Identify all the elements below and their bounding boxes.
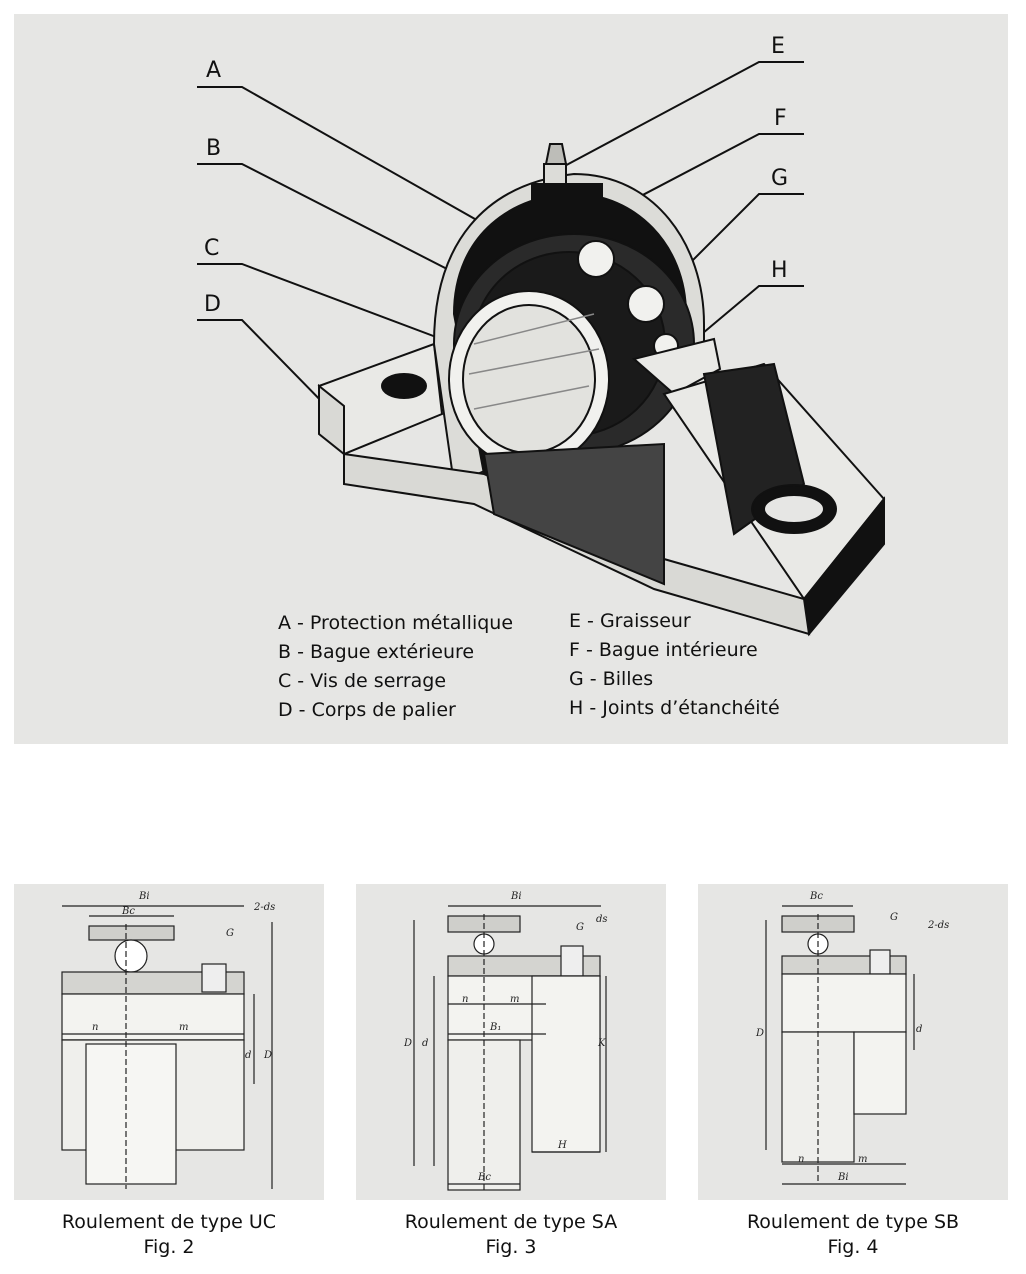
- dim-D: D: [403, 1038, 412, 1049]
- dim-g: G: [226, 928, 234, 939]
- fig4-drawing-panel: Bc G 2-ds D d n m Bi: [698, 884, 1008, 1200]
- fig4-number: Fig. 4: [827, 1236, 879, 1258]
- callout-b: B: [206, 136, 222, 161]
- fig2-number: Fig. 2: [143, 1236, 195, 1258]
- dim-n: n: [462, 994, 468, 1005]
- dim-g: G: [890, 912, 898, 923]
- dim-k: K: [597, 1038, 606, 1049]
- callout-d: D: [204, 292, 221, 317]
- fig2-drawing-panel: Bi Bc 2-ds G n m d D: [14, 884, 324, 1200]
- dim-n: n: [798, 1154, 804, 1165]
- dim-bi: Bi: [510, 891, 522, 902]
- dim-m: m: [858, 1154, 867, 1165]
- fig3-drawing-panel: Bi ds G n m B₁ D d K H Bc: [356, 884, 666, 1200]
- fig4-title: Roulement de type SB: [746, 1211, 960, 1233]
- legend-item-h: H - Joints d’étanchéité: [569, 697, 780, 719]
- fig3-number: Fig. 3: [485, 1236, 537, 1258]
- dim-2ds: 2-ds: [927, 920, 949, 931]
- legend-item-a: A - Protection métallique: [278, 612, 514, 634]
- legend-item-e: E - Graisseur: [569, 610, 691, 632]
- dim-m: m: [179, 1022, 188, 1033]
- dim-bi: Bi: [837, 1172, 849, 1183]
- legend-left: A - Protection métallique B - Bague exté…: [278, 609, 513, 725]
- dim-bc: Bc: [121, 906, 135, 917]
- dim-b1: B₁: [489, 1022, 501, 1033]
- callout-a: A: [206, 58, 222, 83]
- fig2-caption: Roulement de type UC Fig. 2: [14, 1210, 324, 1260]
- fig2-title: Roulement de type UC: [61, 1211, 277, 1233]
- dim-d: d: [245, 1050, 251, 1061]
- callout-h: H: [771, 258, 788, 283]
- legend-item-g: G - Billes: [569, 668, 654, 690]
- dim-D: D: [263, 1050, 272, 1061]
- dim-h: H: [557, 1140, 567, 1151]
- sb-bearing-drawing: Bc G 2-ds D d n m Bi: [755, 891, 949, 1185]
- legend-item-b: B - Bague extérieure: [278, 641, 475, 663]
- callout-e: E: [771, 34, 785, 59]
- dim-bi: Bi: [138, 891, 150, 902]
- dim-bc: Bc: [809, 891, 823, 902]
- callout-f: F: [774, 106, 787, 131]
- legend-item-c: C - Vis de serrage: [278, 670, 447, 692]
- legend-item-d: D - Corps de palier: [278, 699, 456, 721]
- sa-bearing-drawing: Bi ds G n m B₁ D d K H Bc: [403, 891, 608, 1191]
- dim-m: m: [510, 994, 519, 1005]
- dim-ds: ds: [596, 914, 608, 925]
- uc-bearing-drawing: Bi Bc 2-ds G n m d D: [61, 891, 275, 1189]
- dim-g: G: [576, 922, 584, 933]
- callout-c: C: [204, 236, 220, 261]
- legend-item-f: F - Bague intérieure: [569, 639, 758, 661]
- dim-n: n: [92, 1022, 98, 1033]
- callout-g: G: [771, 166, 789, 191]
- fig3-caption: Roulement de type SA Fig. 3: [356, 1210, 666, 1260]
- dim-D: D: [755, 1028, 764, 1039]
- dim-2ds: 2-ds: [253, 902, 275, 913]
- dim-d: d: [422, 1038, 428, 1049]
- dim-bc: Bc: [477, 1172, 491, 1183]
- legend-right: E - Graisseur F - Bague intérieure G - B…: [569, 607, 780, 723]
- bearing-illustration-panel: A B C D E F G H A - Protection métalliqu…: [14, 14, 1008, 744]
- dim-d: d: [916, 1024, 922, 1035]
- fig3-title: Roulement de type SA: [404, 1211, 618, 1233]
- pillow-block-drawing: [197, 61, 886, 637]
- fig4-caption: Roulement de type SB Fig. 4: [698, 1210, 1008, 1260]
